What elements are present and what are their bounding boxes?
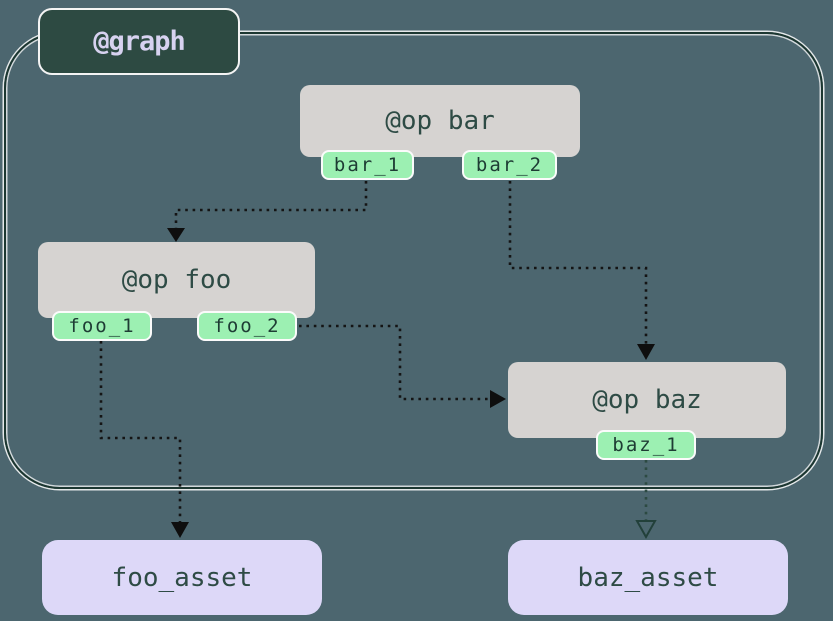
op-node-baz: @op baz — [508, 362, 786, 438]
op-node-foo-label: @op foo — [121, 265, 232, 295]
op-node-bar-label: @op bar — [385, 106, 495, 136]
output-handle-baz-1-label: baz_1 — [612, 434, 680, 456]
output-handle-foo-2-label: foo_2 — [213, 315, 281, 337]
asset-node-foo-asset-label: foo_asset — [111, 562, 253, 593]
output-handle-bar-1: bar_1 — [321, 150, 414, 180]
asset-node-baz-asset-label: baz_asset — [577, 562, 719, 593]
op-node-baz-label: @op baz — [592, 385, 702, 415]
asset-node-baz-asset: baz_asset — [508, 540, 788, 615]
op-node-foo: @op foo — [38, 242, 315, 318]
graph-boundary — [4, 32, 823, 489]
asset-node-foo-asset: foo_asset — [42, 540, 322, 615]
arrowhead-icon — [171, 522, 189, 538]
output-handle-bar-2: bar_2 — [462, 150, 557, 180]
output-handle-bar-1-label: bar_1 — [333, 154, 402, 176]
output-handle-baz-1: baz_1 — [596, 430, 696, 460]
output-handle-bar-2-label: bar_2 — [475, 154, 544, 176]
graph-label: @graph — [38, 8, 240, 75]
arrowhead-icon — [635, 520, 657, 540]
output-handle-foo-1: foo_1 — [52, 311, 152, 341]
output-handle-foo-1-label: foo_1 — [68, 315, 136, 337]
op-node-bar: @op bar — [300, 85, 580, 157]
output-handle-foo-2: foo_2 — [197, 311, 297, 341]
